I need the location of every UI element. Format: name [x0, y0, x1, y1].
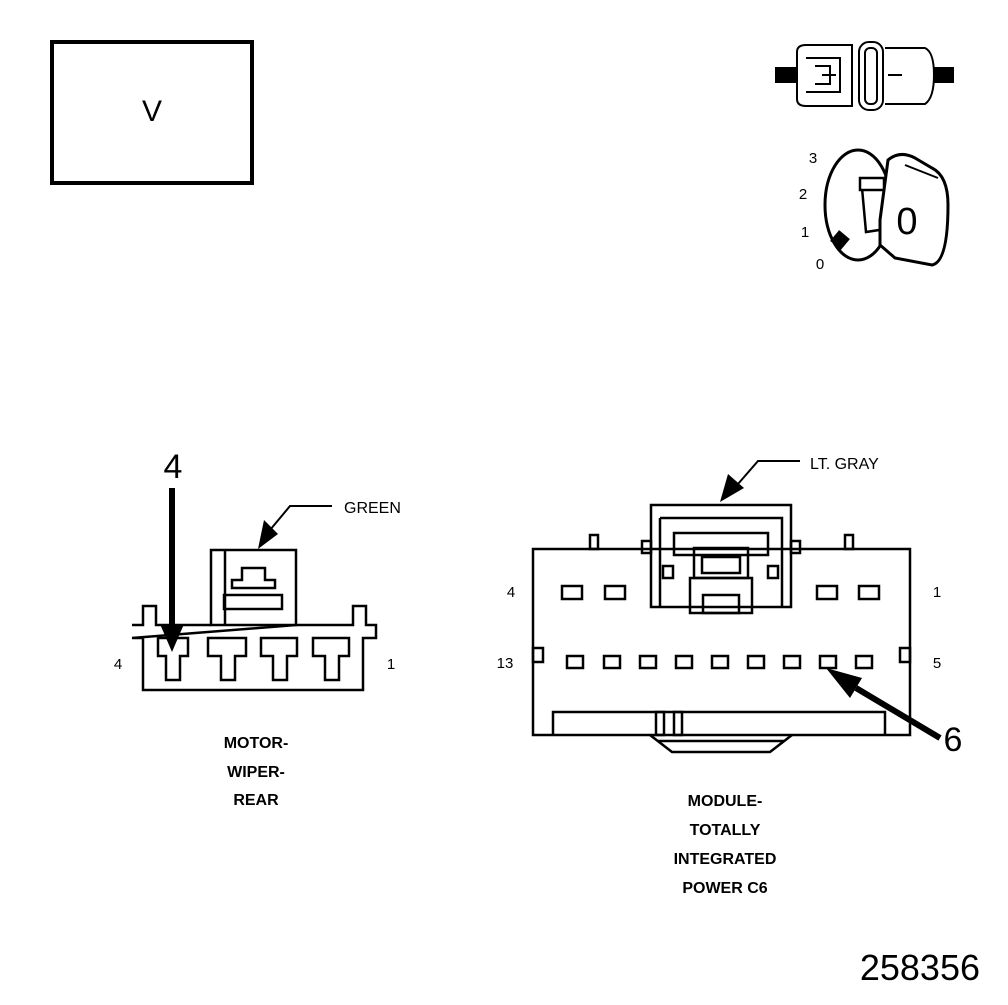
callout-arrow-pin — [826, 668, 862, 698]
connector-name-line-3: INTEGRATED — [674, 851, 777, 868]
pin-label-1: 1 — [387, 656, 395, 673]
connector-color-green: GREEN — [344, 500, 401, 517]
callout-number-6: 6 — [944, 721, 963, 759]
connector-tipm-c6: LT. GRAY — [497, 456, 963, 897]
connector-name-line-2: TOTALLY — [690, 822, 761, 839]
figure-id: 258356 — [860, 947, 980, 988]
mode-box: V — [50, 40, 254, 185]
connector-name-line-2: WIPER- — [227, 764, 285, 781]
connector-name-line-4: POWER C6 — [682, 880, 767, 897]
ignition-lock-icon: 0 3 2 1 0 — [799, 148, 950, 273]
mode-letter: V — [142, 95, 162, 128]
connector-color-lt-gray: LT. GRAY — [810, 456, 879, 473]
pin-label-1: 1 — [933, 584, 941, 601]
callout-number-4: 4 — [164, 448, 183, 486]
ignition-position-1: 1 — [801, 224, 809, 241]
pin-label-4: 4 — [507, 584, 515, 601]
ignition-key-label: 0 — [896, 201, 917, 243]
connector-name-line-1: MOTOR- — [224, 735, 289, 752]
pin-label-5: 5 — [933, 655, 941, 672]
connector-name-line-3: REAR — [233, 792, 279, 809]
ignition-position-3: 3 — [809, 150, 817, 167]
ignition-position-2: 2 — [799, 186, 807, 203]
ignition-position-0: 0 — [816, 256, 824, 273]
pin-label-4: 4 — [114, 656, 122, 673]
connector-name-line-1: MODULE- — [688, 793, 763, 810]
fuse-icon — [775, 41, 954, 111]
pin-label-13: 13 — [497, 655, 514, 672]
connector-motor-wiper-rear: 4 GREEN 4 1 MOTOR- WIPER- REAR — [114, 448, 401, 809]
